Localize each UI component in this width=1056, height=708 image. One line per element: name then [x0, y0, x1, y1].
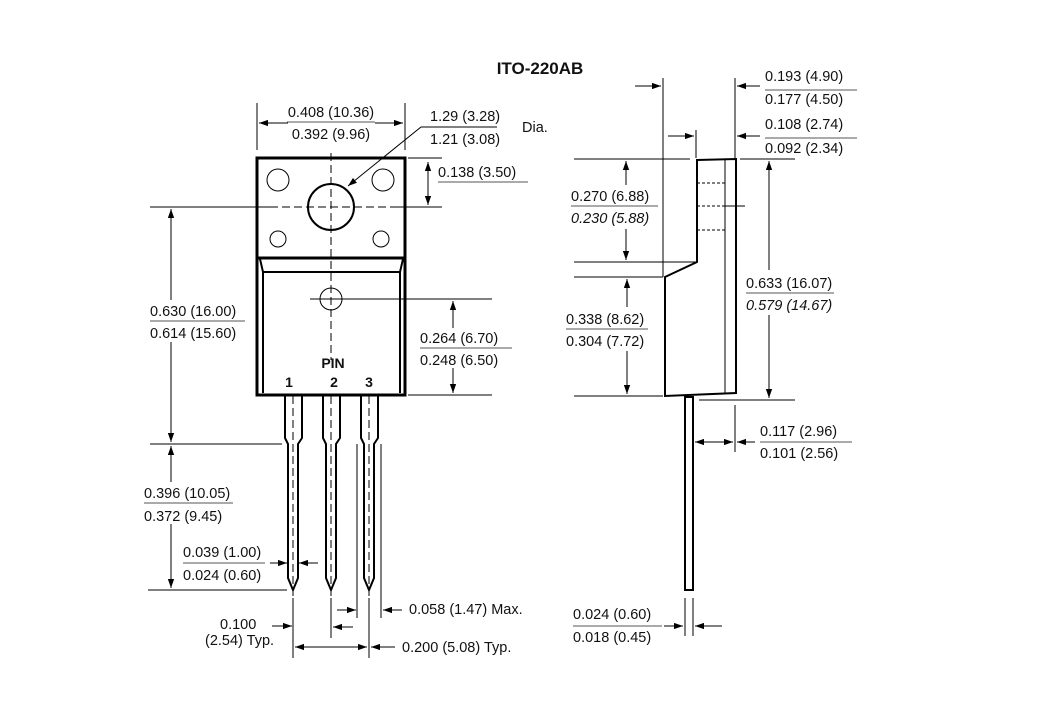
dim-upper-min: 0.230 (5.88) — [571, 211, 649, 227]
pin-label: PIN — [321, 355, 344, 371]
dim-total-max: 0.633 (16.07) — [746, 276, 832, 292]
marker-circle — [266, 168, 290, 192]
dim-lead-width-min: 0.024 (0.60) — [183, 568, 261, 584]
dim-lead-thickness-min: 0.018 (0.45) — [573, 630, 651, 646]
dim-width-min: 0.392 (9.96) — [292, 127, 370, 143]
marker-circle — [269, 230, 287, 248]
dim-tab-max: 0.108 (2.74) — [765, 117, 843, 133]
dim-pitch-value: 0.100 — [220, 617, 256, 633]
dim-hole-offset: 0.138 (3.50) — [438, 165, 516, 181]
dim-height-max: 0.630 (16.00) — [150, 304, 236, 320]
dim-lead-thickness-max: 0.024 (0.60) — [573, 607, 651, 623]
dim-lead-offset-min: 0.101 (2.56) — [760, 446, 838, 462]
dim-lower-min: 0.304 (7.72) — [566, 334, 644, 350]
side-lead — [684, 396, 694, 591]
dim-body-min: 0.248 (6.50) — [420, 353, 498, 369]
dim-span-typ: 0.200 (5.08) Typ. — [402, 640, 511, 656]
dim-hole-max: 1.29 (3.28) — [430, 109, 500, 125]
pin-number-1: 1 — [285, 374, 293, 390]
dim-thickness-max: 0.193 (4.90) — [765, 69, 843, 85]
dim-tab-min: 0.092 (2.34) — [765, 141, 843, 157]
marker-circle — [371, 168, 395, 192]
dim-total-min: 0.579 (14.67) — [746, 298, 832, 314]
side-view: 0.193 (4.90) 0.177 (4.50) 0.108 (2.74) 0… — [566, 69, 857, 646]
dim-hole-dia: Dia. — [522, 120, 548, 136]
dim-body-max: 0.264 (6.70) — [420, 331, 498, 347]
package-title: ITO-220AB — [497, 59, 584, 78]
dim-lead-length-max: 0.396 (10.05) — [144, 486, 230, 502]
dim-pitch-typ: (2.54) Typ. — [205, 633, 274, 649]
pin-number-3: 3 — [365, 374, 373, 390]
marker-circle — [372, 230, 390, 248]
dim-shoulder-max: 0.058 (1.47) Max. — [409, 602, 523, 618]
leads — [284, 396, 379, 598]
dim-lower-max: 0.338 (8.62) — [566, 312, 644, 328]
dim-hole-min: 1.21 (3.08) — [430, 132, 500, 148]
pin-number-2: 2 — [330, 374, 338, 390]
dim-lead-width-max: 0.039 (1.00) — [183, 545, 261, 561]
dim-thickness-min: 0.177 (4.50) — [765, 92, 843, 108]
dim-height-min: 0.614 (15.60) — [150, 326, 236, 342]
dim-lead-offset-max: 0.117 (2.96) — [760, 424, 837, 440]
dim-upper-max: 0.270 (6.88) — [571, 189, 649, 205]
dim-width-max: 0.408 (10.36) — [288, 105, 374, 121]
body-bevel — [259, 258, 404, 393]
dim-lead-length-min: 0.372 (9.45) — [144, 509, 222, 525]
front-view: PIN 1 2 3 0.408 (10.36) 0.392 (9.96) 1.2… — [144, 103, 548, 658]
